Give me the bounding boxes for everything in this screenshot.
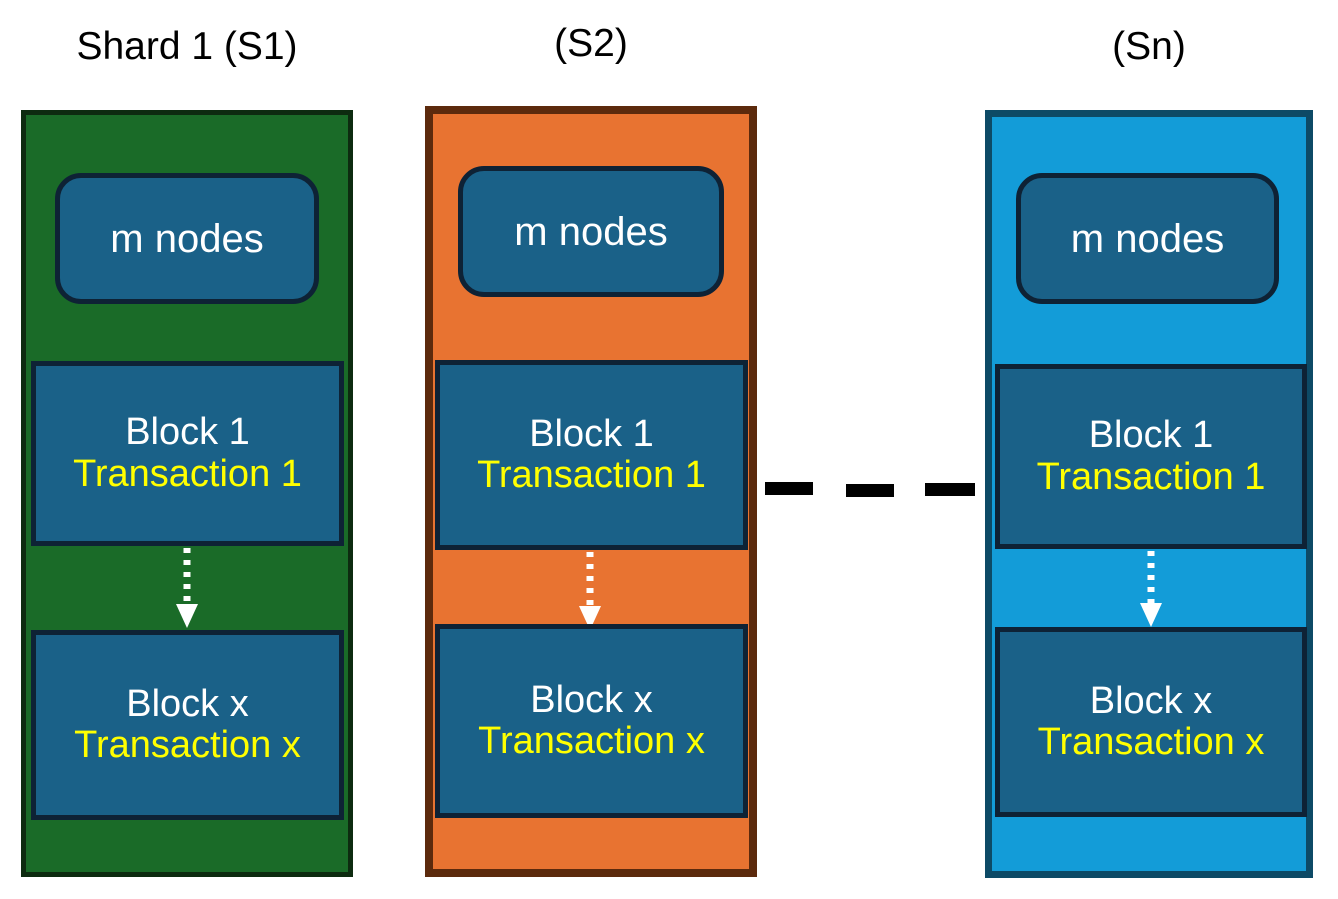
block-transaction-s1-blockx: Transaction x [74, 724, 301, 766]
shard-title-sn: (Sn) [1112, 25, 1186, 68]
connector-dash-3 [925, 483, 975, 496]
block-transaction-sn-blockx: Transaction x [1037, 721, 1265, 763]
dotted-down-arrow-icon-s2 [563, 552, 617, 632]
connector-dash-2 [846, 484, 894, 497]
dotted-down-arrow-icon-sn [1124, 551, 1178, 629]
shard-title-s1: Shard 1 (S1) [76, 25, 298, 68]
block-box-sn-block1[interactable]: Block 1 Transaction 1 [995, 364, 1307, 549]
block-transaction-sn-block1: Transaction 1 [1036, 455, 1266, 498]
node-box-label-sn: m nodes [1070, 216, 1225, 261]
connector-dash-1 [765, 482, 813, 495]
node-box-sn[interactable]: m nodes [1016, 173, 1279, 304]
block-title-s1-blockx: Block x [126, 682, 249, 725]
block-title-sn-block1: Block 1 [1088, 414, 1214, 457]
block-transaction-s1-block1: Transaction 1 [73, 452, 302, 495]
block-box-s2-block1[interactable]: Block 1 Transaction 1 [435, 360, 748, 550]
node-box-s1[interactable]: m nodes [55, 173, 319, 304]
block-title-sn-blockx: Block x [1089, 679, 1213, 722]
block-box-s2-blockx[interactable]: Block x Transaction x [435, 624, 748, 818]
block-title-s2-blockx: Block x [530, 678, 653, 721]
node-box-label-s1: m nodes [110, 216, 264, 261]
node-box-s2[interactable]: m nodes [458, 166, 724, 297]
block-box-s1-block1[interactable]: Block 1 Transaction 1 [31, 361, 344, 546]
node-box-label-s2: m nodes [514, 209, 668, 254]
block-title-s2-block1: Block 1 [529, 412, 654, 455]
block-transaction-s2-block1: Transaction 1 [477, 454, 706, 496]
block-box-sn-blockx[interactable]: Block x Transaction x [995, 627, 1307, 817]
block-transaction-s2-blockx: Transaction x [478, 720, 705, 762]
dotted-down-arrow-icon-s1 [160, 548, 214, 630]
block-title-s1-block1: Block 1 [125, 411, 250, 454]
shard-title-s2: (S2) [554, 22, 628, 65]
block-box-s1-blockx[interactable]: Block x Transaction x [31, 630, 344, 820]
